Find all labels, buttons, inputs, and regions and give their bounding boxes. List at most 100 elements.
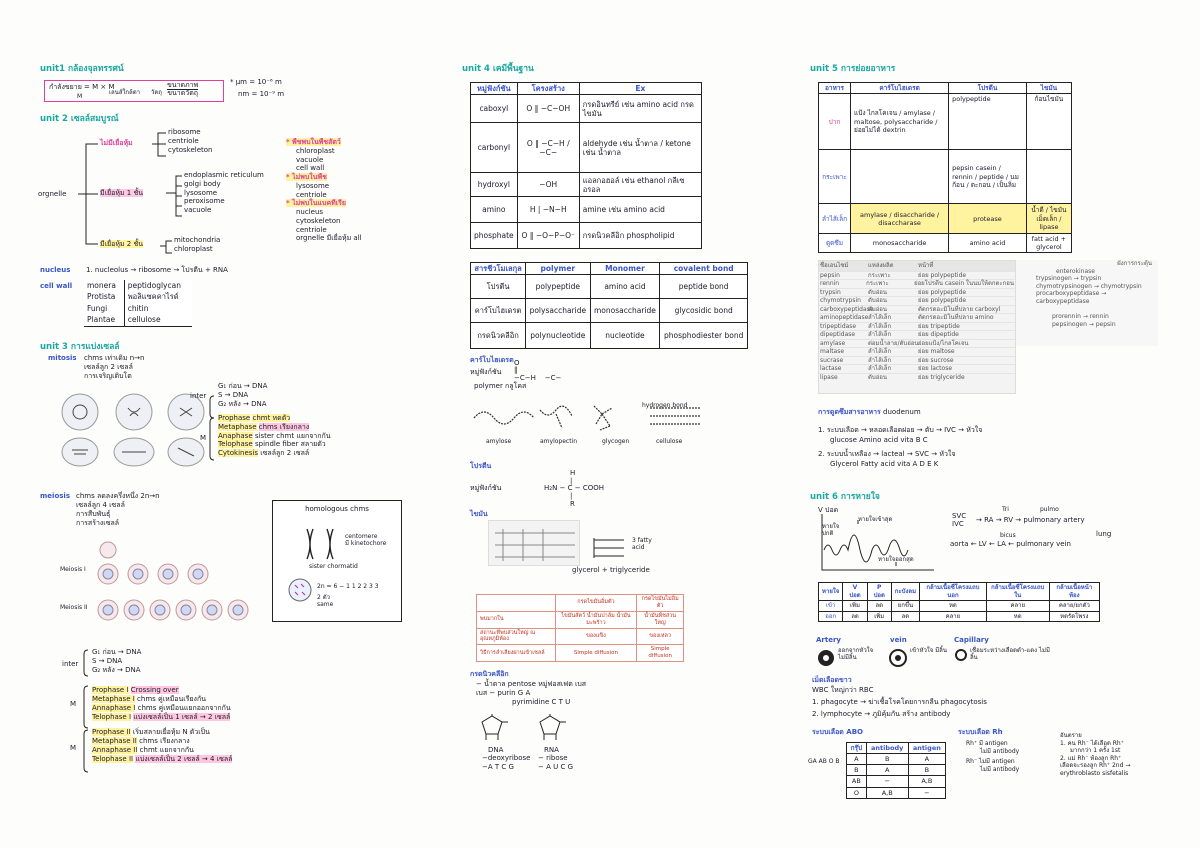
- list-item: vacuole: [296, 155, 324, 164]
- carb-label-amylose: amylose: [486, 438, 512, 445]
- capillary-icon: [955, 649, 967, 661]
- nucleic-title: กรดนิวคลีอิก: [470, 670, 509, 678]
- inter2-label: inter: [62, 660, 79, 668]
- rna-bases: − A U C G: [538, 762, 573, 771]
- rh-minus: Rh⁻ ไม่มี antigen ไม่มี antibody: [966, 758, 1020, 773]
- tri-label: Tri: [1002, 506, 1009, 513]
- nucleus-label: nucleus: [40, 266, 71, 274]
- table-cell: ย่อยแป้ง/ไกลโคเจน: [918, 339, 969, 347]
- table-cell: ย่อย polypeptide: [918, 288, 967, 296]
- inter-list: G₁ ก่อน → DNA S → DNA G₂ หลัง → DNA: [218, 382, 267, 408]
- list-item: Metaphase I chms คู่เหมือนเรียงกัน: [92, 695, 206, 704]
- list-item: S → DNA: [218, 390, 249, 399]
- unit3-title: unit 3 การแบ่งเซลล์: [40, 342, 120, 352]
- wbc-line: WBC ใหญ่กว่า RBC: [812, 686, 874, 694]
- table-header: กะบังลม: [890, 582, 921, 601]
- formula-rhs-top: ขนาดภาพ: [167, 81, 199, 91]
- capillary-desc: เชื่อมระหว่างเลือดดำ-แดง ไม่มีลิ้น: [970, 647, 1050, 661]
- list-item: การเจริญเติบโต: [84, 372, 132, 381]
- table-cell: ตัดกรดอะมิโนที่ปลาย carboxyl: [918, 305, 1001, 313]
- table-row: พบมากใน ไขมันสัตว์ น้ำมันปาล์ม น้ำมันมะพ…: [476, 610, 684, 629]
- table-cell: ย่อย triglyceride: [918, 373, 965, 381]
- table-header: polymer: [525, 261, 591, 276]
- amino-acid-structure: H | H₂N − C − COOH | R: [544, 469, 604, 508]
- list-item: Prophase II เริ่มสลายเยื่อหุ้ม N ตัวเป็น: [92, 728, 210, 736]
- table-row: lipase ตับอ่อน ย่อย triglyceride: [819, 372, 1015, 382]
- no-membrane-label: ไม่มีเยื่อหุ้ม: [100, 139, 133, 147]
- lipid-reference-image: [488, 520, 580, 566]
- table-cell: ลำไส้เล็ก: [868, 314, 892, 321]
- danger-title: อันตราย: [1060, 732, 1082, 739]
- list-item: เบส − purin G A: [476, 689, 531, 698]
- table-row: กรดไขมันอิ่มตัว กรดไขมันไม่อิ่มตัว: [476, 594, 684, 612]
- table-header: หมู่ฟังก์ชัน: [470, 81, 518, 96]
- dna-bases: −A T C G: [482, 762, 514, 771]
- table-header: โปรตีน: [948, 81, 1027, 95]
- rh-plus: Rh⁺ มี antigen ไม่มี antibody: [966, 740, 1020, 755]
- list-item: Telophase spindle fiber สลายตัว: [218, 440, 326, 449]
- activation-diagram: ผังการกระตุ้น enterokinase trypsinogen →…: [1016, 260, 1158, 346]
- list-item: peroxisome: [184, 197, 225, 206]
- list-item: G₁ ก่อน → DNA: [218, 382, 268, 390]
- unit1-title: unit1 กล้องจุลทรรศน์: [40, 64, 124, 74]
- absorb-2: 2. ระบบน้ำเหลือง → lacteal → SVC → หัวใจ: [818, 450, 956, 458]
- table-row: หายใจ V ปอด P ปอด กะบังลม กล้ามเนื้อซี่โ…: [817, 582, 1101, 601]
- list-item: mitochondria: [174, 236, 221, 244]
- list-item: lysosome: [296, 181, 330, 190]
- unit4-title: unit 4 เคมีพื้นฐาน: [462, 64, 534, 74]
- list-item: endoplasmic reticulum: [184, 171, 264, 179]
- absorb-title-line: การดูดซึมสารอาหาร duodenum: [818, 408, 921, 416]
- table-cell: ย่อย polypeptide: [918, 271, 967, 279]
- bicus-label: bicus: [1000, 532, 1016, 539]
- meiosis-label: meiosis: [40, 492, 70, 500]
- table-row: เข้าเพิ่มลดยกขึ้นหดคลายคลาย/ยกตัว: [817, 600, 1101, 612]
- table-header: Ex: [578, 81, 703, 96]
- unit6-title: unit 6 การหายใจ: [810, 492, 880, 502]
- table-cell: ตับอ่อน: [868, 373, 888, 381]
- rh-title: ระบบเลือด Rh: [958, 728, 1003, 736]
- formula-sub1: M: [77, 93, 83, 100]
- list-item: pepsinogen → pepsin: [1052, 320, 1116, 328]
- table-cell: ลำไส้เล็ก: [868, 348, 892, 355]
- list-item: cytoskeleton: [296, 216, 341, 225]
- organelle-distribution: * พืชพบในพืชสัตว์ chloroplast vacuole ce…: [286, 138, 362, 243]
- list-item: chms เท่าเดิม n→n: [84, 354, 145, 362]
- breathing-table: หายใจ V ปอด P ปอด กะบังลม กล้ามเนื้อซี่โ…: [817, 582, 1101, 622]
- list-item: cytoskeleton: [168, 146, 213, 155]
- mitosis-lines: chms เท่าเดิม n→n เซลล์ลูก 2 เซลล์ การเจ…: [84, 354, 144, 381]
- list-item: G₂ หลัง → DNA: [92, 665, 141, 674]
- table-header: กล้ามเนื้อซี่โครงแถบใน: [985, 582, 1050, 601]
- vein-desc: เข้าหัวใจ มีลิ้น: [910, 647, 947, 654]
- abo-donor-diagram: GA AB O B: [808, 758, 840, 765]
- table-cell: lipase: [820, 373, 838, 381]
- cellwall-label: cell wall: [40, 282, 73, 290]
- inter-label: inter: [190, 392, 207, 400]
- table-row: AB−A,B: [846, 775, 947, 788]
- triglyceride-icon: [593, 538, 624, 558]
- homologous-label: homologous chms: [305, 505, 369, 513]
- carb-label-amylopectin: amylopectin: [540, 438, 578, 445]
- fatty-acid-label: 3 fatty acid: [632, 537, 652, 551]
- meiosis-II-label: Meiosis II: [60, 604, 88, 611]
- list-item: ribosome: [168, 128, 201, 136]
- list-item: centriole: [168, 137, 199, 146]
- graph-top-label: หายใจเข้าสุด: [858, 516, 893, 523]
